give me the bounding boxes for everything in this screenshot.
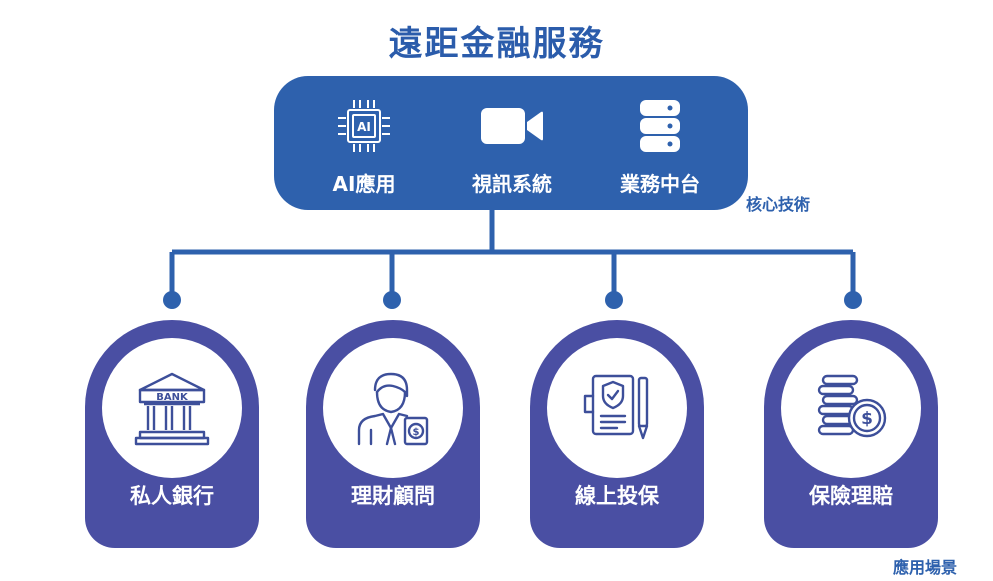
bank-icon: BANK (134, 372, 210, 446)
coins-dollar-icon: $ (817, 374, 887, 438)
core-tech-panel: AI AI應用 視訊系統 業務中台 (274, 76, 748, 210)
page-title: 遠距金融服務 (388, 24, 605, 64)
tech-item-middle-platform: 業務中台 (590, 96, 730, 197)
core-tech-label: 核心技術 (746, 195, 811, 214)
scenario-card-financial-advisor: $ 理財顧問 (306, 320, 480, 548)
tech-item-ai: AI AI應用 (294, 96, 434, 197)
insurance-document-icon (583, 374, 649, 440)
scenarios-label: 應用場景 (893, 558, 958, 577)
tech-label-video: 視訊系統 (472, 172, 552, 196)
scenario-icon-circle: $ (323, 338, 463, 478)
database-icon (640, 100, 680, 152)
video-camera-icon (481, 108, 543, 144)
scenario-label-private-banking: 私人銀行 (130, 484, 214, 508)
scenario-label-online-insurance: 線上投保 (575, 484, 659, 508)
scenario-icon-circle: BANK (102, 338, 242, 478)
scenario-card-private-banking: BANK 私人銀行 (85, 320, 259, 548)
svg-text:BANK: BANK (156, 392, 189, 403)
tech-label-ai: AI應用 (332, 172, 396, 196)
ai-chip-icon: AI (338, 100, 390, 152)
svg-text:AI: AI (357, 120, 371, 134)
tech-item-video: 視訊系統 (442, 96, 582, 197)
scenario-card-insurance-claims: $ 保險理賠 (764, 320, 938, 548)
svg-text:$: $ (413, 427, 420, 438)
scenario-label-insurance-claims: 保險理賠 (809, 484, 893, 508)
scenario-card-online-insurance: 線上投保 (530, 320, 704, 548)
advisor-icon: $ (357, 372, 429, 446)
tech-label-middle-platform: 業務中台 (620, 172, 700, 196)
scenario-icon-circle (547, 338, 687, 478)
scenario-label-financial-advisor: 理財顧問 (351, 484, 435, 508)
svg-text:$: $ (861, 409, 873, 429)
scenario-icon-circle: $ (781, 338, 921, 478)
